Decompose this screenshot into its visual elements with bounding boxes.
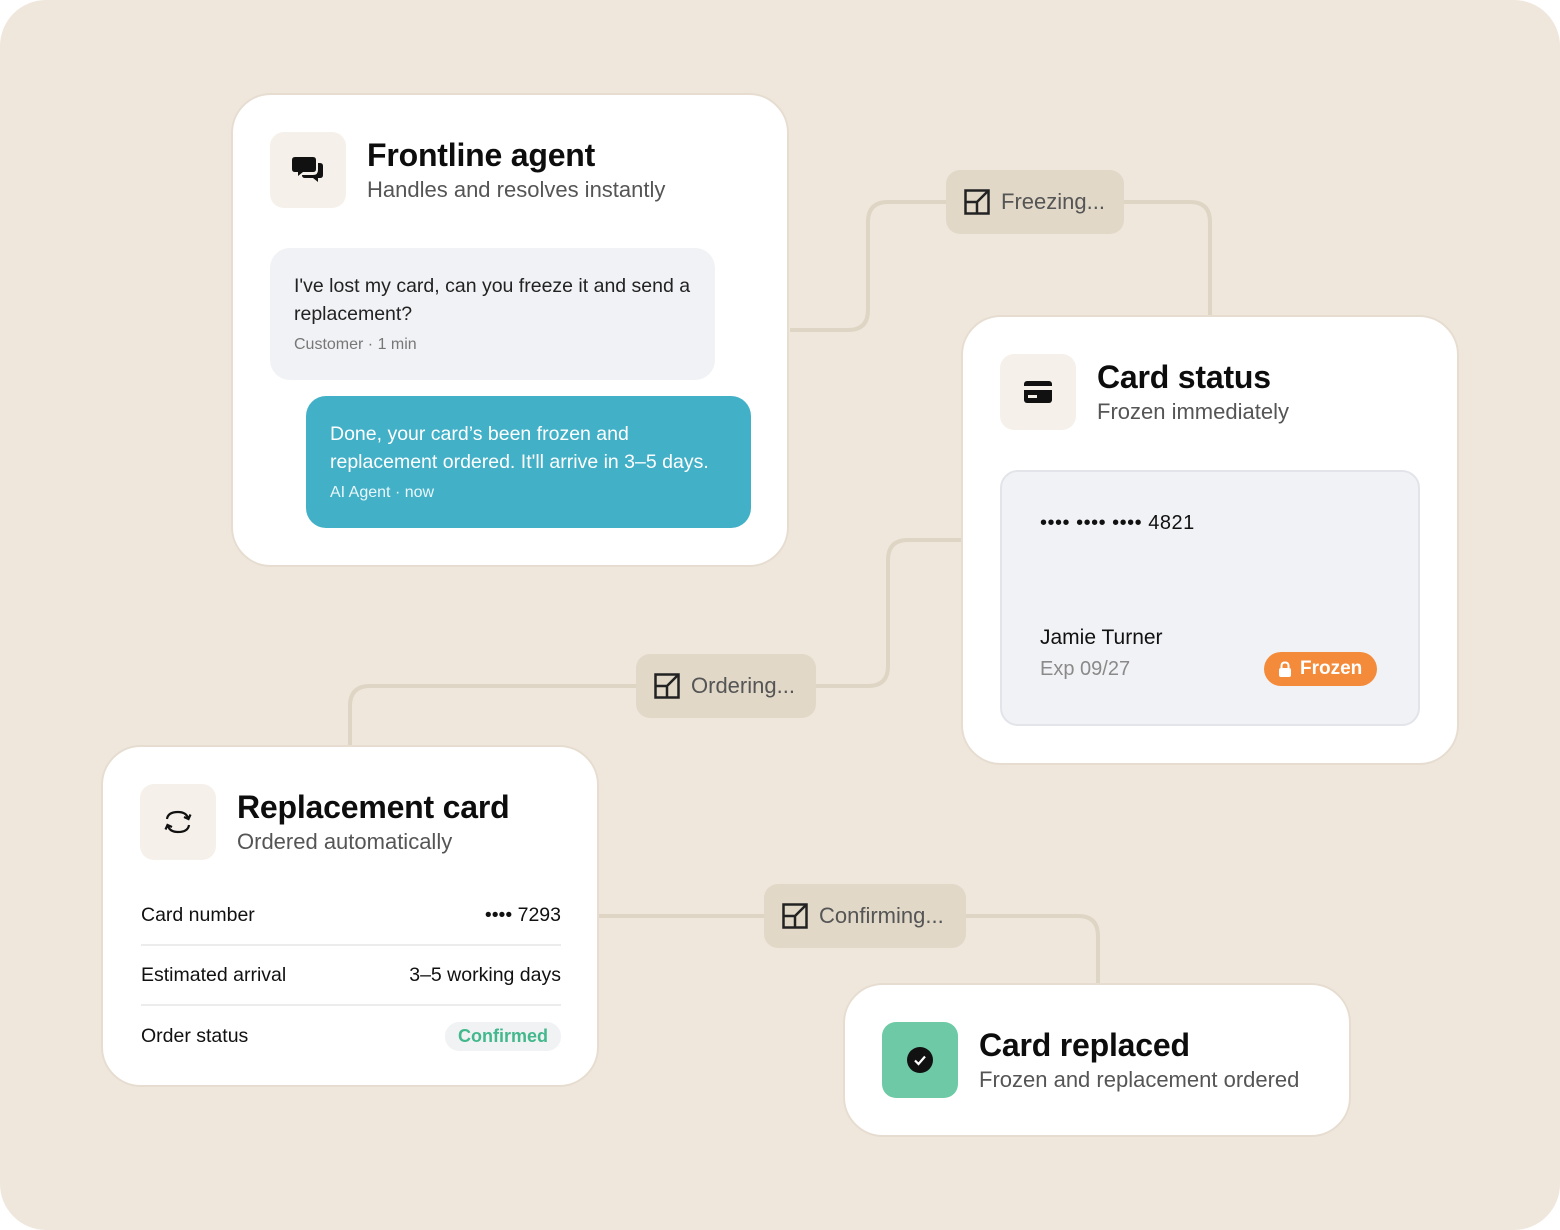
replacement-card-card: Replacement card Ordered automatically C…: [101, 745, 599, 1087]
frozen-card-preview: •••• •••• •••• 4821 Jamie Turner Exp 09/…: [1000, 470, 1420, 726]
progress-square-icon: [782, 903, 808, 929]
card-status-header: Card status Frozen immediately: [1000, 354, 1289, 430]
check-circle-icon: [882, 1022, 958, 1098]
card-status-subtitle: Frozen immediately: [1097, 398, 1289, 424]
connector-confirming-to-replaced: [964, 914, 1100, 984]
detail-row-card-number: Card number •••• 7293: [141, 886, 561, 946]
detail-label: Card number: [141, 903, 255, 926]
step-freezing-label: Freezing...: [1001, 189, 1105, 214]
card-status-title: Card status: [1097, 358, 1271, 395]
detail-value: •••• 7293: [484, 903, 561, 926]
detail-value: 3–5 working days: [409, 963, 561, 986]
frozen-badge: Frozen: [1264, 652, 1378, 686]
progress-square-icon: [964, 189, 990, 215]
card-replaced-subtitle: Frozen and replacement ordered: [979, 1066, 1300, 1092]
lock-icon: [1278, 660, 1292, 678]
refresh-icon: [140, 784, 216, 860]
progress-square-icon: [654, 673, 680, 699]
card-expiry: Exp 09/27: [1040, 658, 1131, 680]
agent-message-bubble: Done, your card’s been frozen and replac…: [306, 396, 751, 528]
card-replaced-header: Card replaced Frozen and replacement ord…: [882, 1022, 1299, 1098]
agent-message-meta: AI Agent · now: [330, 484, 435, 501]
customer-message-meta: Customer · 1 min: [294, 336, 417, 353]
connector-card-status-to-ordering: [814, 538, 962, 688]
detail-label: Estimated arrival: [141, 963, 287, 986]
step-confirming: Confirming...: [764, 884, 966, 948]
customer-message-bubble: I've lost my card, can you freeze it and…: [270, 248, 715, 380]
detail-row-estimated-arrival: Estimated arrival 3–5 working days: [141, 946, 561, 1006]
agent-message-text: Done, your card’s been frozen and replac…: [330, 423, 709, 473]
detail-row-order-status: Order status Confirmed: [141, 1006, 561, 1066]
status-badge: Confirmed: [445, 1021, 561, 1051]
connector-frontline-to-freezing: [790, 200, 948, 332]
replacement-card-header: Replacement card Ordered automatically: [140, 784, 510, 860]
frontline-agent-subtitle: Handles and resolves instantly: [367, 176, 666, 202]
replacement-card-subtitle: Ordered automatically: [237, 828, 453, 854]
chat-bubbles-icon: [270, 132, 346, 208]
card-replaced-title: Card replaced: [979, 1026, 1190, 1063]
customer-message-text: I've lost my card, can you freeze it and…: [294, 275, 691, 325]
frontline-agent-title: Frontline agent: [367, 136, 596, 173]
credit-card-icon: [1000, 354, 1076, 430]
connector-ordering-to-replacement: [348, 684, 638, 746]
replacement-card-title: Replacement card: [237, 788, 510, 825]
card-replaced-card: Card replaced Frozen and replacement ord…: [843, 983, 1351, 1137]
frontline-agent-card: Frontline agent Handles and resolves ins…: [231, 93, 789, 567]
step-confirming-label: Confirming...: [819, 903, 944, 928]
step-freezing: Freezing...: [946, 170, 1124, 234]
detail-label: Order status: [141, 1024, 249, 1047]
card-holder-name: Jamie Turner: [1040, 626, 1163, 649]
card-status-card: Card status Frozen immediately •••• ••••…: [961, 315, 1459, 765]
frontline-agent-header: Frontline agent Handles and resolves ins…: [270, 132, 665, 208]
frozen-badge-label: Frozen: [1300, 658, 1363, 679]
step-ordering: Ordering...: [636, 654, 816, 718]
connector-freezing-to-card-status: [1122, 200, 1212, 318]
step-ordering-label: Ordering...: [691, 673, 795, 698]
frozen-card-number: •••• •••• •••• 4821: [1040, 512, 1195, 534]
